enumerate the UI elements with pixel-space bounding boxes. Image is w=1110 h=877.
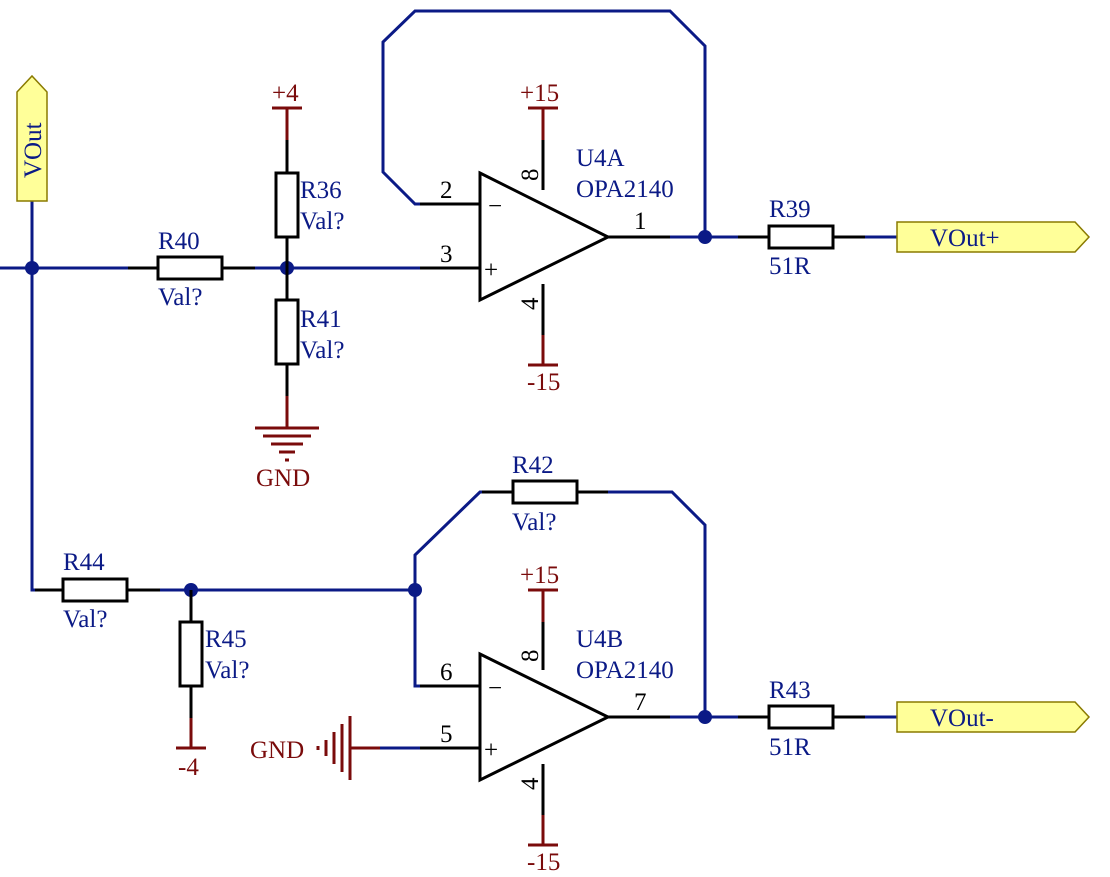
r41-value: Val? xyxy=(300,337,344,364)
r41-ref: R41 xyxy=(300,306,342,333)
r36-value: Val? xyxy=(300,208,344,235)
u4a-pin-inv: 2 xyxy=(440,177,453,204)
u4b-pin-noninv: 5 xyxy=(440,721,453,748)
power-u4b-vpos-label: +15 xyxy=(520,562,559,589)
r44-ref: R44 xyxy=(63,549,105,576)
r42-value: Val? xyxy=(512,509,556,536)
resistor-r36: R36 Val? xyxy=(274,140,344,268)
u4b-part: OPA2140 xyxy=(576,657,674,684)
u4a-pin-noninv: 3 xyxy=(440,241,453,268)
junction-u4a-out xyxy=(698,230,712,244)
ground-top: GND xyxy=(255,396,319,492)
power-u4b-vneg-label: -15 xyxy=(527,849,560,876)
r40-ref: R40 xyxy=(158,228,200,255)
junction-vout xyxy=(25,261,39,275)
r40-value: Val? xyxy=(158,284,202,311)
resistor-r42: R42 Val? xyxy=(482,452,608,536)
junction-u4b-inv xyxy=(408,583,422,597)
r45-value: Val? xyxy=(205,657,249,684)
port-vout-in: VOut xyxy=(16,74,48,202)
power-plus4-label: +4 xyxy=(272,80,299,107)
r43-ref: R43 xyxy=(769,677,811,704)
resistor-r43: R43 51R xyxy=(738,677,865,761)
u4b-pin-vneg: 4 xyxy=(517,777,544,790)
u4a-plus-sign: + xyxy=(484,257,498,284)
power-u4a-vpos: +15 xyxy=(520,80,559,140)
power-plus4: +4 xyxy=(272,80,302,140)
wire-r42-left xyxy=(413,490,484,592)
u4a-part: OPA2140 xyxy=(576,176,674,203)
wire-u4b-inv xyxy=(413,588,422,688)
port-vout-minus: VOut- xyxy=(896,701,1091,733)
power-u4a-vneg-label: -15 xyxy=(527,369,560,396)
r45-ref: R45 xyxy=(205,626,247,653)
r42-ref: R42 xyxy=(512,452,554,479)
u4b-pin-out: 7 xyxy=(634,689,647,716)
resistor-r40: R40 Val? xyxy=(128,228,255,311)
u4b-pin-inv: 6 xyxy=(440,659,453,686)
opamp-u4a: − + 2 3 1 8 4 U4A OPA2140 xyxy=(420,108,674,365)
port-vout-plus-label: VOut+ xyxy=(930,225,1000,252)
u4a-ref: U4A xyxy=(576,145,625,172)
u4a-pin-vpos: 8 xyxy=(517,169,544,182)
r39-value: 51R xyxy=(769,253,811,280)
power-minus4: -4 xyxy=(176,718,206,781)
r43-value: 51R xyxy=(769,734,811,761)
junction-u4b-out xyxy=(698,710,712,724)
resistor-r45: R45 Val? xyxy=(178,590,249,718)
resistor-r41: R41 Val? xyxy=(274,268,344,396)
wires xyxy=(0,9,899,750)
u4b-plus-sign: + xyxy=(484,737,498,764)
port-vout-in-label: VOut xyxy=(20,122,47,178)
ground-bottom: GND xyxy=(250,716,380,780)
u4b-pin-vpos: 8 xyxy=(517,650,544,663)
wire-u4a-feedback xyxy=(381,9,707,239)
port-vout-plus: VOut+ xyxy=(896,221,1091,253)
power-u4b-vneg: -15 xyxy=(527,815,560,876)
ground-top-label: GND xyxy=(256,465,310,492)
u4b-ref: U4B xyxy=(576,626,623,653)
u4a-pin-vneg: 4 xyxy=(517,297,544,310)
u4a-pin-out: 1 xyxy=(634,208,647,235)
power-minus4-label: -4 xyxy=(178,754,199,781)
power-u4a-vneg: -15 xyxy=(527,335,560,396)
ground-bottom-label: GND xyxy=(250,737,304,764)
resistor-r39: R39 51R xyxy=(738,196,865,280)
port-vout-minus-label: VOut- xyxy=(930,705,994,732)
resistor-r44: R44 Val? xyxy=(35,549,160,633)
u4b-minus-sign: − xyxy=(488,675,502,702)
r39-ref: R39 xyxy=(769,196,811,223)
opamp-u4b: − + 6 5 7 8 4 U4B OPA2140 xyxy=(420,590,674,845)
u4a-minus-sign: − xyxy=(488,193,502,220)
power-u4a-vpos-label: +15 xyxy=(520,80,559,107)
r44-value: Val? xyxy=(63,606,107,633)
r36-ref: R36 xyxy=(300,177,342,204)
power-u4b-vpos: +15 xyxy=(520,562,559,622)
wire-r42-right xyxy=(606,490,707,719)
